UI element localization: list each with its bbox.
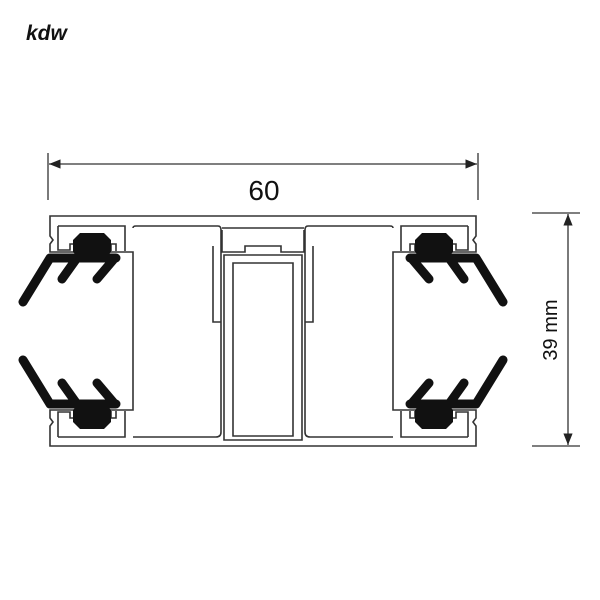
width-dimension: 60: [47, 153, 479, 206]
height-dimension: 39 mm: [532, 212, 580, 447]
kdw-logo: kdw: [26, 22, 67, 45]
gasket-top-left: [18, 233, 121, 307]
profile-left-half: [18, 215, 263, 447]
profile-right-half: [263, 216, 503, 446]
gasket-bottom-left: [18, 355, 121, 429]
width-label: 60: [248, 175, 279, 206]
height-label: 39 mm: [540, 299, 562, 360]
